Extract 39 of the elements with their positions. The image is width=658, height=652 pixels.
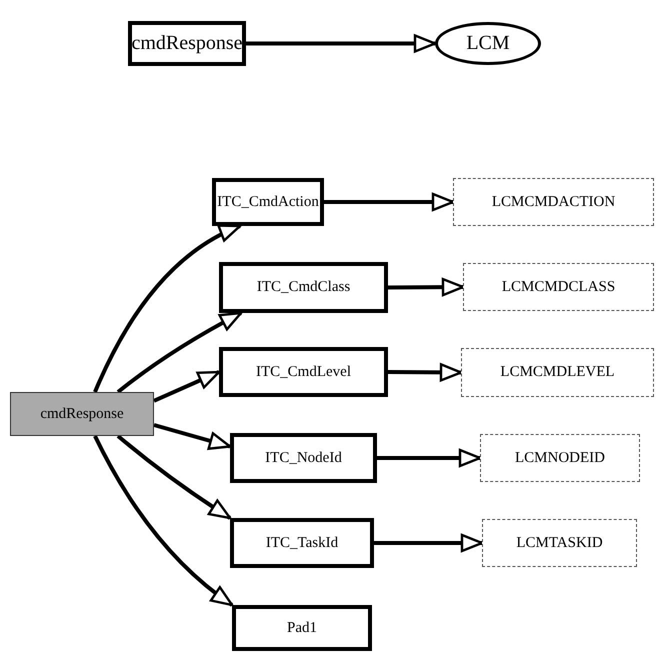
node-label: LCMCMDACTION [492, 194, 616, 210]
arrow [377, 448, 482, 468]
node-label: LCMNODEID [515, 450, 605, 466]
dashed-box [482, 519, 637, 567]
dashed-box [463, 263, 654, 311]
process-box [10, 392, 154, 436]
node-label: LCMTASKID [516, 534, 603, 552]
dashed-box [453, 178, 654, 226]
node-label: ITC_TaskId [266, 534, 338, 552]
process-box [219, 347, 388, 397]
node-label: ITC_CmdAction [217, 194, 319, 210]
arrow [116, 311, 242, 394]
node-label: ITC_CmdLevel [256, 364, 351, 380]
arrow [93, 435, 234, 607]
arrow [388, 363, 462, 382]
node-label: LCMCMDCLASS [502, 278, 616, 296]
process-box [128, 21, 246, 66]
arrow [374, 534, 484, 552]
process-box [212, 178, 324, 226]
node-label: LCM [466, 32, 510, 55]
process-box [230, 433, 377, 483]
process-box [230, 518, 374, 568]
node-label: cmdResponse [40, 406, 124, 422]
node-label: ITC_CmdClass [256, 279, 350, 296]
dashed-box [480, 434, 640, 482]
arrow [153, 423, 232, 450]
node-label: ITC_NodeId [265, 450, 342, 466]
arrow [153, 370, 220, 403]
arrow [388, 278, 464, 296]
arrow [324, 192, 454, 212]
dashed-box [461, 348, 654, 397]
process-box [232, 605, 372, 651]
process-box [219, 262, 388, 313]
node-label: Pad1 [287, 620, 317, 636]
arrow [116, 434, 232, 520]
arrow [93, 224, 242, 393]
arrow [246, 34, 436, 53]
node-label: cmdResponse [131, 32, 243, 55]
node-label: LCMCMDLEVEL [500, 364, 615, 381]
